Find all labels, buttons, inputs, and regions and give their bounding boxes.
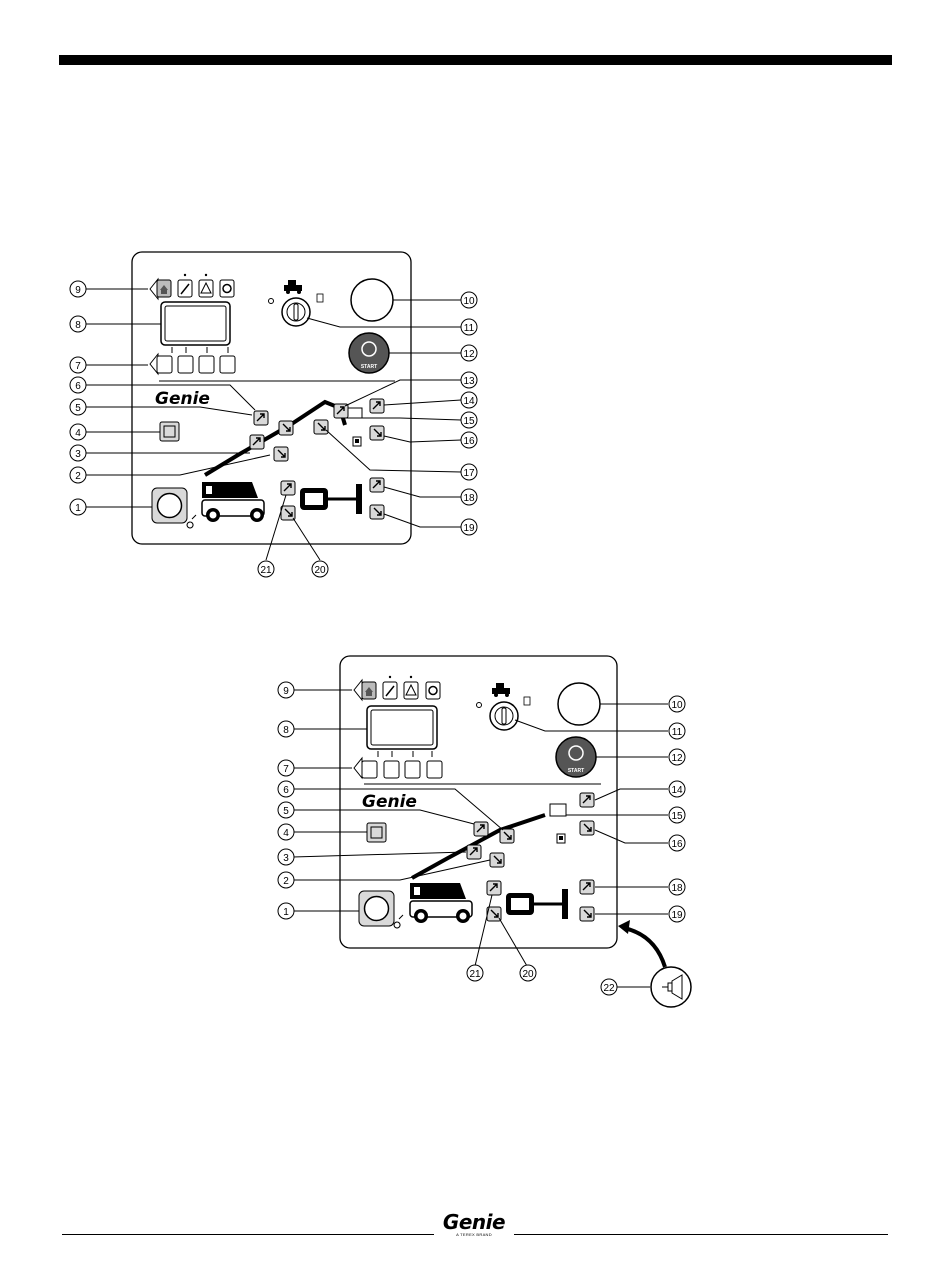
callout-22: 22 [603,983,615,994]
footer-rule-left [62,1234,434,1235]
turntable-left-button[interactable] [580,880,594,894]
panel-2: START Genie [278,656,691,1007]
callout-11: 11 [464,323,475,334]
turntable-right-button[interactable] [370,505,384,519]
boom-down-button[interactable] [467,845,481,859]
start-button[interactable]: START [349,333,389,373]
callout-14: 14 [671,785,683,796]
start-label: START [361,364,377,370]
callout-5: 5 [283,806,289,817]
callout-18: 18 [463,493,475,504]
callout-15: 15 [671,811,683,822]
platform-level-up-button[interactable] [370,399,384,413]
platform-level-down-button[interactable] [370,426,384,440]
callout-2: 2 [75,471,81,482]
panel-1: START Genie [70,252,477,577]
callout-21: 21 [260,565,272,576]
boom-up-button[interactable] [490,853,504,867]
callout-16: 16 [463,436,475,447]
gear-icon[interactable] [426,682,440,699]
callout-12: 12 [463,349,475,360]
callout-1: 1 [75,503,81,514]
callout-9: 9 [75,285,81,296]
boom-extend-button[interactable] [474,822,488,836]
footer-logo: Genie A TEREX BRAND [436,1212,512,1237]
callout-20: 20 [314,565,326,576]
gear-icon[interactable] [220,280,234,297]
callout-5: 5 [75,403,81,414]
callout-4: 4 [283,828,289,839]
boom-up-button[interactable] [274,447,288,461]
callout-2: 2 [283,876,289,887]
lock-icon [353,437,361,446]
home-icon[interactable] [157,280,171,297]
curved-arrow-icon [624,928,665,967]
platform-level-up-button[interactable] [580,793,594,807]
callout-3: 3 [283,853,289,864]
start-label: START [568,768,584,774]
callout-14: 14 [463,396,475,407]
platform-select-button[interactable] [160,422,179,441]
callout-17: 17 [463,468,475,479]
boom-retract-button[interactable] [279,421,293,435]
callout-19: 19 [463,523,475,534]
platform-rotate-left-button[interactable] [487,881,501,895]
callout-13: 13 [463,376,475,387]
callout-10: 10 [463,296,475,307]
callout-12: 12 [671,753,683,764]
callout-10: 10 [671,700,683,711]
genie-logo: Genie [362,792,417,812]
callout-18: 18 [671,883,683,894]
emergency-stop-button[interactable] [558,683,600,725]
callout-9: 9 [283,686,289,697]
emergency-stop-button[interactable] [351,279,393,321]
callout-8: 8 [283,725,289,736]
callout-6: 6 [283,785,289,796]
jib-down-button[interactable] [314,420,328,434]
callout-20: 20 [522,969,534,980]
boom-extend-button[interactable] [254,411,268,425]
turntable-right-button[interactable] [580,907,594,921]
lock-icon [557,834,565,843]
boom-retract-button[interactable] [500,829,514,843]
callout-7: 7 [75,361,81,372]
platform-rotate-right-button[interactable] [281,506,295,520]
platform-level-down-button[interactable] [580,821,594,835]
genie-logo: Genie [155,389,210,409]
callout-1: 1 [283,907,289,918]
boom-down-button[interactable] [250,435,264,449]
platform-rotate-left-button[interactable] [281,481,295,495]
lcd-display [367,706,437,749]
home-icon[interactable] [362,682,376,699]
start-button[interactable]: START [556,737,596,777]
callout-21: 21 [469,969,481,980]
platform-select-button[interactable] [367,823,386,842]
turntable-left-button[interactable] [370,478,384,492]
callout-6: 6 [75,381,81,392]
callout-7: 7 [283,764,289,775]
callout-11: 11 [672,727,683,738]
callout-15: 15 [463,416,475,427]
callout-3: 3 [75,449,81,460]
callout-16: 16 [671,839,683,850]
callout-4: 4 [75,428,81,439]
horn-button[interactable] [651,967,691,1007]
callout-8: 8 [75,320,81,331]
lcd-display [161,302,230,345]
footer-rule-right [514,1234,888,1235]
callout-19: 19 [671,910,683,921]
footer-brand: Genie [436,1212,512,1232]
